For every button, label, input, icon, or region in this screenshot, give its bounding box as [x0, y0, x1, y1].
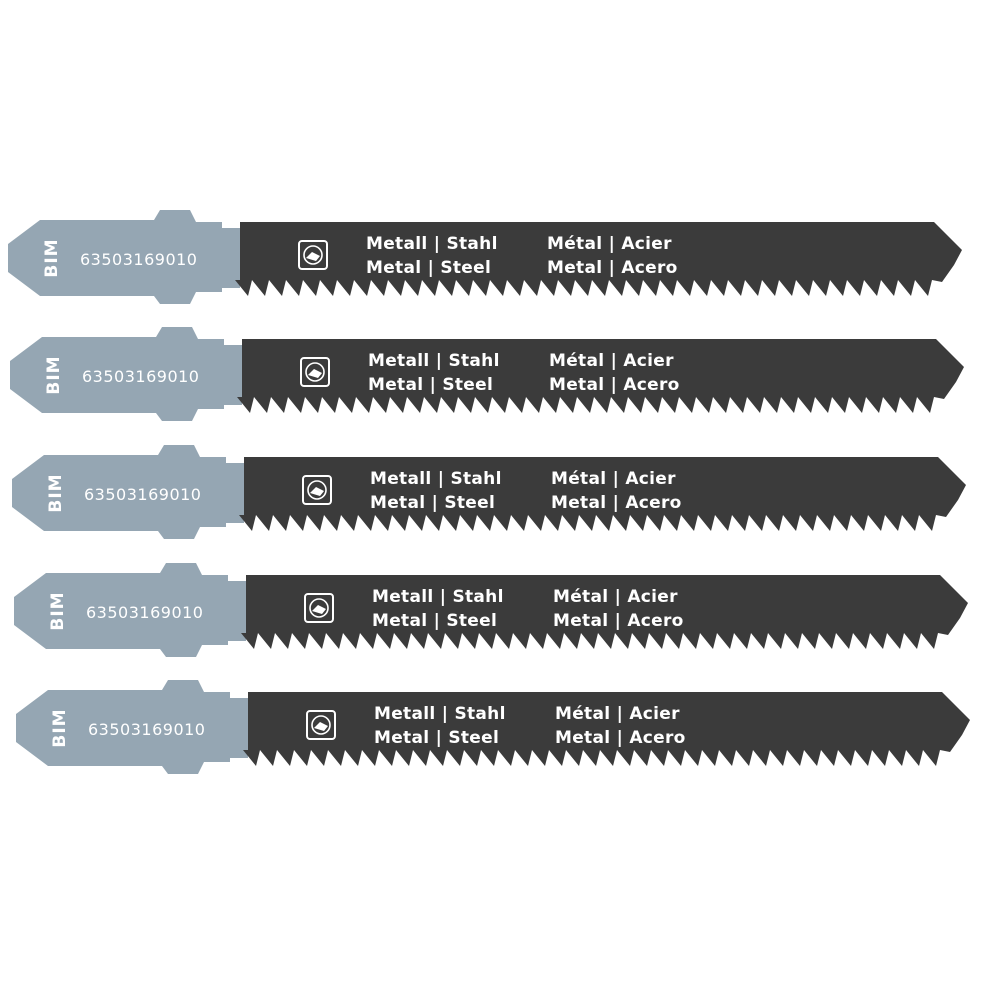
blade-body [237, 339, 964, 413]
blade-type-code: BIM [44, 355, 64, 395]
blade-graphic [10, 327, 964, 421]
blade-shank [16, 680, 248, 774]
blade-body [241, 575, 968, 649]
blade-shank [12, 445, 244, 539]
label-fr: Métal | Acier [549, 351, 674, 371]
blade-shank [8, 210, 240, 304]
label-de: Metall | Stahl [368, 351, 500, 371]
label-en: Metal | Steel [374, 728, 500, 748]
label-es: Metal | Acero [547, 258, 678, 278]
blade-graphic [14, 563, 968, 657]
label-fr: Métal | Acier [551, 469, 676, 489]
label-es: Metal | Acero [553, 611, 684, 631]
part-number: 63503169010 [84, 485, 202, 504]
label-de: Metall | Stahl [374, 704, 506, 724]
blade-type-code: BIM [42, 238, 62, 278]
label-es: Metal | Acero [549, 375, 680, 395]
part-number: 63503169010 [86, 603, 204, 622]
metal-material-icon [300, 357, 330, 387]
label-de: Metall | Stahl [372, 587, 504, 607]
label-en: Metal | Steel [368, 375, 494, 395]
metal-material-icon [302, 475, 332, 505]
label-fr: Métal | Acier [547, 234, 672, 254]
blade-body [239, 457, 966, 531]
blade-body [235, 222, 962, 296]
blade-graphic [12, 445, 966, 539]
part-number: 63503169010 [88, 720, 206, 739]
blade-graphic [16, 680, 970, 774]
label-fr: Métal | Acier [553, 587, 678, 607]
label-en: Metal | Steel [370, 493, 496, 513]
metal-material-icon [306, 710, 336, 740]
label-en: Metal | Steel [366, 258, 492, 278]
part-number: 63503169010 [82, 367, 200, 386]
blade-type-code: BIM [46, 473, 66, 513]
label-de: Metall | Stahl [370, 469, 502, 489]
label-es: Metal | Acero [551, 493, 682, 513]
blade-type-code: BIM [50, 708, 70, 748]
metal-material-icon [298, 240, 328, 270]
label-fr: Métal | Acier [555, 704, 680, 724]
label-en: Metal | Steel [372, 611, 498, 631]
blade-shank [14, 563, 246, 657]
label-es: Metal | Acero [555, 728, 686, 748]
blade-graphic [8, 210, 962, 304]
part-number: 63503169010 [80, 250, 198, 269]
label-de: Metall | Stahl [366, 234, 498, 254]
blade-body [243, 692, 970, 766]
metal-material-icon [304, 593, 334, 623]
blade-type-code: BIM [48, 591, 68, 631]
blade-shank [10, 327, 242, 421]
